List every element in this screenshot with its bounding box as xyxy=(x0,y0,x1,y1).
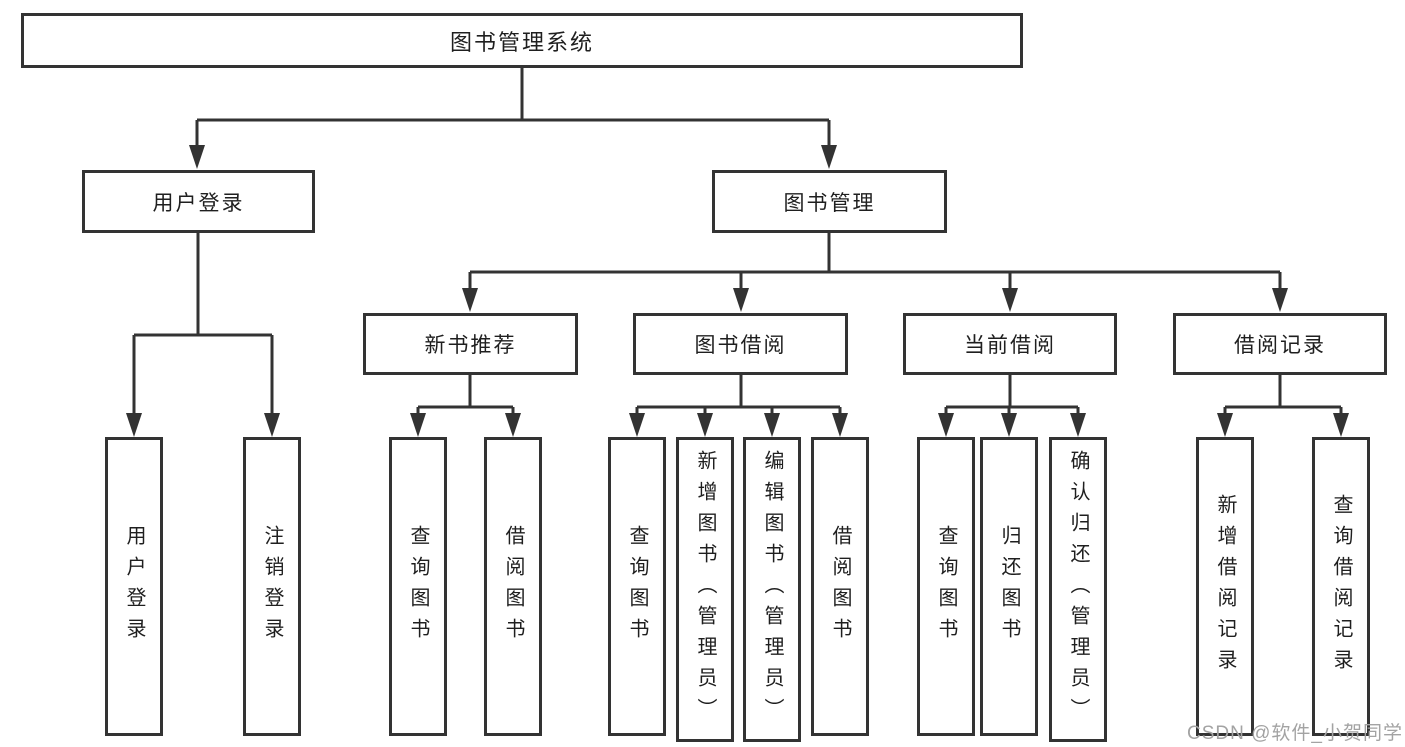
leaf-return-books: 归还图书 xyxy=(980,437,1038,736)
leaf-add-borrow-record: 新增借阅记录 xyxy=(1196,437,1254,736)
leaf-edit-books-admin-label: 编辑图书（管理员） xyxy=(761,450,783,729)
leaf-recommend-query-books-label: 查询图书 xyxy=(407,524,429,649)
node-new-book-recommend: 新书推荐 xyxy=(363,313,578,375)
leaf-borrowing-borrow-books: 借阅图书 xyxy=(811,437,869,736)
node-book-borrowing-label: 图书借阅 xyxy=(694,334,787,357)
leaf-query-borrow-record-label: 查询借阅记录 xyxy=(1330,493,1352,680)
leaf-edit-books-admin: 编辑图书（管理员） xyxy=(743,437,801,742)
node-book-borrowing: 图书借阅 xyxy=(633,313,848,375)
node-new-book-recommend-label: 新书推荐 xyxy=(424,334,517,357)
node-borrowing-records: 借阅记录 xyxy=(1173,313,1387,375)
node-book-management: 图书管理 xyxy=(712,170,947,233)
leaf-current-query-books: 查询图书 xyxy=(917,437,975,736)
leaf-add-books-admin: 新增图书（管理员） xyxy=(676,437,734,742)
leaf-logout: 注销登录 xyxy=(243,437,301,736)
watermark: CSDN @软件_小贺同学 xyxy=(1187,723,1403,744)
leaf-query-borrow-record: 查询借阅记录 xyxy=(1312,437,1370,736)
node-current-borrowing: 当前借阅 xyxy=(903,313,1117,375)
leaf-recommend-query-books: 查询图书 xyxy=(389,437,447,736)
leaf-logout-label: 注销登录 xyxy=(261,524,283,649)
leaf-recommend-borrow-books: 借阅图书 xyxy=(484,437,542,736)
leaf-confirm-return-admin: 确认归还（管理员） xyxy=(1049,437,1107,742)
node-current-borrowing-label: 当前借阅 xyxy=(964,334,1056,357)
leaf-add-books-admin-label: 新增图书（管理员） xyxy=(694,450,716,729)
leaf-user-login-label: 用户登录 xyxy=(123,524,145,649)
leaf-add-borrow-record-label: 新增借阅记录 xyxy=(1214,493,1236,680)
leaf-borrowing-query-books: 查询图书 xyxy=(608,437,666,736)
leaf-borrowing-query-books-label: 查询图书 xyxy=(626,524,648,649)
node-borrowing-records-label: 借阅记录 xyxy=(1234,334,1326,357)
leaf-return-books-label: 归还图书 xyxy=(998,524,1020,649)
node-user-login-branch-label: 用户登录 xyxy=(152,191,245,215)
leaf-user-login: 用户登录 xyxy=(105,437,163,736)
node-root-system-label: 图书管理系统 xyxy=(449,29,594,55)
leaf-current-query-books-label: 查询图书 xyxy=(935,524,957,649)
node-root-system: 图书管理系统 xyxy=(21,13,1023,68)
node-user-login-branch: 用户登录 xyxy=(82,170,315,233)
leaf-confirm-return-admin-label: 确认归还（管理员） xyxy=(1067,450,1089,729)
leaf-recommend-borrow-books-label: 借阅图书 xyxy=(502,524,524,649)
node-book-management-label: 图书管理 xyxy=(783,191,876,215)
leaf-borrowing-borrow-books-label: 借阅图书 xyxy=(829,524,851,649)
